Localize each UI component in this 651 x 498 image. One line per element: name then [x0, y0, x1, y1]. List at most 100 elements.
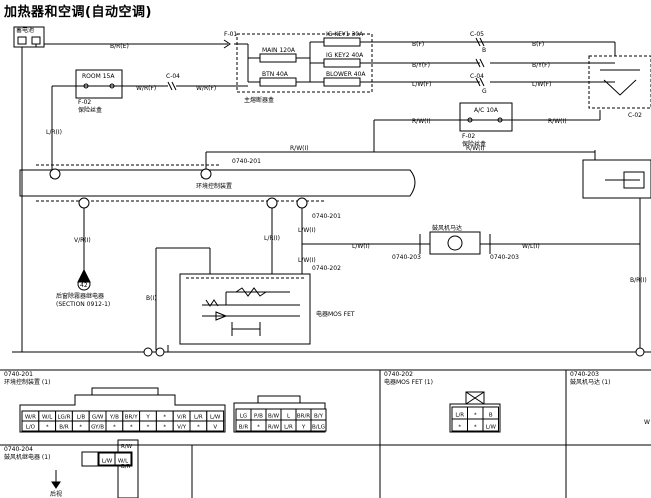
wire-label-wrf2: W/R(F)	[196, 85, 216, 92]
wire-label-lwf1: L/W(F)	[412, 81, 431, 88]
conn1-top-cell-label: W/L	[42, 415, 53, 421]
conn2-top-cell-label: L	[287, 414, 291, 420]
conn1-top-cell-label: Y	[145, 415, 150, 421]
conn1-bottom-cell-label: V	[213, 425, 217, 431]
wire-label-wrf1: W/R(F)	[136, 85, 156, 92]
conn1-bottom-cell-label: *	[163, 425, 166, 431]
conn1-bottom-cell	[206, 420, 225, 432]
ac-fuse-label: A/C 10A	[474, 107, 499, 114]
main-fusebox-label: 主熔断器盒	[244, 96, 274, 104]
connector-f01: F-01	[224, 31, 237, 38]
conn1-top-cell-label: L/W	[210, 415, 221, 421]
fuse-ig-key2: IG KEY2 40A	[326, 52, 364, 59]
conn2-top-cell-label: B/Y	[314, 414, 324, 420]
conn4-side-label: B/R	[121, 464, 131, 470]
conn1-bottom-cell-label: *	[46, 425, 49, 431]
wire-label-bre: B/R(E)	[110, 43, 129, 50]
ground-caption-2: (SECTION 0912-1)	[56, 301, 110, 308]
connector-202: 0740-202	[312, 265, 341, 272]
conn2-bottom-cell-label: B/LG	[312, 425, 325, 431]
wire-label-rwi3: R/W(I)	[290, 145, 309, 152]
arrow-label: 后视	[50, 490, 62, 498]
fuse-blower: BLOWER 40A	[326, 71, 366, 78]
climate-unit-label: 环境控制装置	[196, 182, 232, 190]
panel1-code: 0740-201	[4, 371, 33, 378]
conn4-side-label: R/W	[121, 444, 133, 450]
conn3-partial: W	[644, 419, 650, 426]
conn1-top-cell-label: *	[163, 415, 166, 421]
connector-f02b: F-02	[462, 133, 475, 140]
pin-b-label: B	[482, 47, 486, 54]
ground-number: 42	[80, 282, 88, 289]
wire-label-lwi3: L/W(I)	[298, 257, 316, 264]
wire-label-rwi1: R/W(I)	[412, 118, 431, 125]
connector-c04a: C-04	[470, 73, 484, 80]
connector-201a: 0740-201	[232, 158, 261, 165]
fuseblock-b-label: 保险丝盒	[462, 140, 486, 148]
wire-label-lwf2: L/W(F)	[532, 81, 551, 88]
wire-label-vri: V/R(I)	[74, 237, 91, 244]
conn2-bottom-cell-label: *	[257, 425, 260, 431]
conn3-top-cell-label: *	[474, 413, 477, 419]
connector-f02a: F-02	[78, 99, 91, 106]
wire-label-lri: L/R(I)	[46, 129, 62, 136]
panel3-code: 0740-203	[570, 371, 599, 378]
wire-label-lri2: L/R(I)	[264, 235, 280, 242]
fuseblock-a-label: 保险丝盒	[78, 106, 102, 114]
conn3-bottom-cell-label: *	[458, 425, 461, 431]
conn2-top-cell-label: P/B	[254, 414, 263, 420]
conn1-top-cell-label: V/R	[177, 415, 187, 421]
wire-label-lwi1: L/W(I)	[298, 227, 316, 234]
diagram-title: 加热器和空调(自动空调)	[4, 5, 152, 20]
mosfet-label: 电器MOS FET	[316, 310, 355, 318]
fuse-main: MAIN 120A	[262, 47, 296, 54]
conn1-top-cell-label: Y/B	[109, 415, 119, 421]
conn2-top-cell-label: LG	[240, 414, 247, 420]
conn1-top-cell-label: L/R	[194, 415, 203, 421]
blower-motor-label: 鼓风机马达	[432, 224, 462, 232]
conn2-top-cell-label: BR/R	[297, 414, 310, 420]
panel1-title: 环境控制装置 (1)	[4, 378, 50, 386]
conn2-bottom-cell-label: L/R	[284, 425, 293, 431]
conn1-bottom-cell-label: GY/B	[91, 425, 104, 431]
room-fuse-label: ROOM 15A	[82, 73, 115, 80]
conn2-top-cell-label: B/W	[268, 414, 280, 420]
battery-label: 蓄电池	[16, 26, 34, 34]
conn3-bottom-cell-label: L/W	[486, 425, 497, 431]
wire-label-bi: B(I)	[146, 295, 157, 302]
wire-label-bf1: B(F)	[412, 41, 424, 48]
fuse-ig-key1: IG KEY1 30A	[326, 31, 364, 38]
connector-c05: C-05	[470, 31, 484, 38]
conn4-cell-label: W/L	[118, 459, 129, 465]
ground-caption-1: 后窗除霧器继电器	[56, 292, 104, 300]
conn3-bottom-cell	[482, 418, 499, 432]
panel4-title: 鼓风机继电器 (1)	[4, 453, 50, 461]
conn1-top-cell-label: BR/Y	[125, 415, 138, 421]
panel3-title: 鼓风机马达 (1)	[570, 378, 610, 386]
wire-label-byf2: B/Y(F)	[532, 62, 550, 69]
conn3-bottom-cell-label: *	[474, 425, 477, 431]
conn1-top-cell-label: LG/R	[57, 415, 70, 421]
conn2-bottom-cell-label: R/W	[268, 425, 280, 431]
conn2-bottom-cell-label: B/R	[239, 425, 249, 431]
wire-label-bf2: B(F)	[532, 41, 544, 48]
wire-label-wli: W/L(I)	[522, 243, 540, 250]
panel2-code: 0740-202	[384, 371, 413, 378]
wire-label-rwi2: R/W(I)	[548, 118, 567, 125]
conn1-bottom-cell-label: *	[197, 425, 200, 431]
connector-c04b: C-04	[166, 73, 180, 80]
conn2-bottom-cell-label: Y	[301, 425, 306, 431]
conn1-bottom-cell-label: *	[113, 425, 116, 431]
conn3-top-cell-label: L/R	[455, 413, 464, 419]
panel2-title: 电器MOS FET (1)	[384, 378, 433, 386]
conn1-bottom-cell-label: V/Y	[177, 425, 187, 431]
conn1-top-cell-label: L/B	[76, 415, 85, 421]
conn1-bottom-cell-label: *	[79, 425, 82, 431]
conn2-bottom-cell	[310, 419, 327, 432]
conn4-cell-label: L/W	[102, 459, 113, 465]
conn1-bottom-cell-label: L/O	[26, 425, 36, 431]
connector-c02: C-02	[628, 112, 642, 119]
wire-label-byf1: B/Y(F)	[412, 62, 430, 69]
panel4-code: 0740-204	[4, 446, 33, 453]
conn1-top-cell-label: W/R	[25, 415, 36, 421]
